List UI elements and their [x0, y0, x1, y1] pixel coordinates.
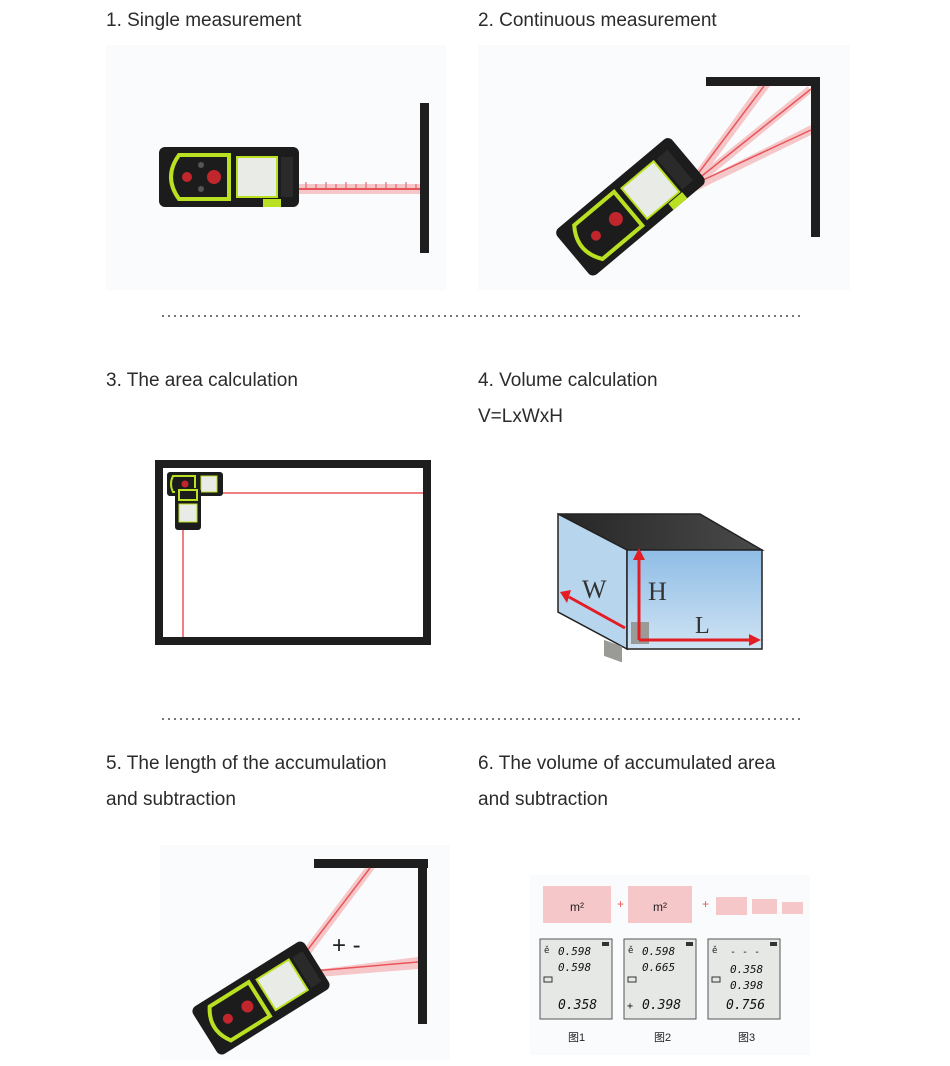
width-label: W: [582, 575, 607, 604]
svg-text:ě: ě: [544, 946, 549, 956]
display3-caption: 图3: [738, 1032, 756, 1044]
section4-title: 4. Volume calculation: [478, 370, 658, 391]
continuous-measurement-illustration: [556, 77, 820, 276]
laser-device-tilted: [556, 138, 705, 276]
length-label: L: [695, 613, 710, 639]
section2-title: 2. Continuous measurement: [478, 10, 717, 31]
display2-row3: 0.398: [642, 998, 681, 1013]
svg-text:+: +: [627, 1001, 633, 1012]
accumulated-area-panel: m² + m² + ě 0.598 0.598 0.358 图1 ě 0.598…: [530, 875, 810, 1055]
divider-1: [160, 315, 800, 317]
continuous-measurement-panel: [478, 45, 850, 290]
laser-device-vertical: [175, 488, 201, 530]
display1-row2: 0.598: [558, 961, 591, 974]
laser-device: [159, 147, 299, 207]
plus-2: +: [702, 897, 709, 911]
accumulation-illustration: + -: [192, 859, 428, 1055]
unit-block-1: m²: [570, 900, 584, 914]
section6-title-line2: and subtraction: [478, 789, 608, 810]
single-measurement-panel: [106, 45, 446, 290]
display1-caption: 图1: [568, 1032, 586, 1044]
section1-title: 1. Single measurement: [106, 10, 302, 31]
section5-title-line1: 5. The length of the accumulation: [106, 753, 387, 774]
lcd-display-3: ě - - - 0.358 0.398 0.756: [707, 938, 781, 1020]
svg-text:ě: ě: [628, 946, 633, 956]
section6-title-line1: 6. The volume of accumulated area: [478, 753, 776, 774]
accumulation-panel: + -: [160, 845, 450, 1060]
plus-1: +: [617, 897, 624, 911]
display3-row3: 0.756: [726, 998, 765, 1013]
display2-row1: 0.598: [642, 945, 675, 958]
display3-row2b: 0.398: [730, 979, 763, 992]
height-label: H: [648, 577, 667, 606]
section3-title: 3. The area calculation: [106, 370, 298, 391]
area-calculation-illustration: [155, 460, 431, 645]
section5-title-line2: and subtraction: [106, 789, 236, 810]
display3-row1: - - -: [730, 947, 760, 958]
laser-device-accumulation: [192, 941, 330, 1055]
display2-caption: 图2: [654, 1032, 672, 1044]
single-measurement-illustration: [159, 103, 429, 253]
svg-text:ě: ě: [712, 946, 717, 956]
display1-row1: 0.598: [558, 945, 591, 958]
display2-row2: 0.665: [642, 961, 675, 974]
unit-block-2: m²: [653, 900, 667, 914]
volume-formula: V=LxWxH: [478, 406, 563, 427]
lcd-display-1: ě 0.598 0.598 0.358: [539, 938, 613, 1020]
accumulation-sign: + -: [332, 932, 361, 959]
display3-row2: 0.358: [730, 963, 763, 976]
display1-row3: 0.358: [558, 998, 597, 1013]
volume-box-illustration: W H L: [557, 512, 765, 663]
lcd-display-2: ě 0.598 0.665 + 0.398: [623, 938, 697, 1020]
divider-2: [160, 718, 800, 720]
area-operation-blocks: m² + m² +: [543, 886, 803, 923]
